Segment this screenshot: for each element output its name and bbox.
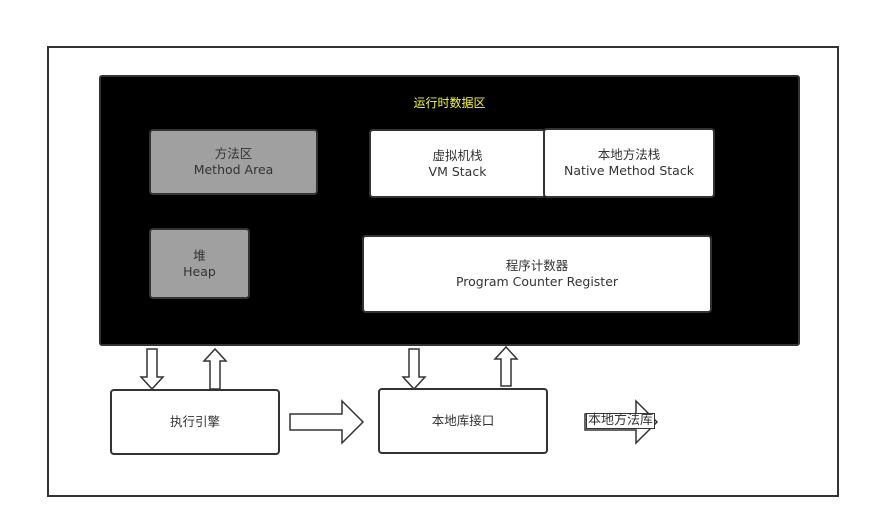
runtime-data-area-title: 运行时数据区	[413, 96, 486, 110]
execution-engine-label: 执行引擎	[169, 414, 220, 429]
down-arrow-icon	[139, 348, 165, 391]
method-area-zh: 方法区	[214, 146, 253, 161]
vm-stack-en: VM Stack	[428, 163, 487, 179]
method-area-en: Method Area	[193, 162, 274, 177]
heap-zh: 堆	[193, 247, 206, 263]
program-counter-zh: 程序计数器	[505, 258, 569, 273]
method-area-box: 方法区 Method Area	[149, 129, 318, 195]
up-arrow-icon	[202, 347, 228, 390]
program-counter-en: Program Counter Register	[455, 274, 619, 289]
vm-stack-zh: 虚拟机栈	[432, 147, 483, 163]
program-counter-box: 程序计数器 Program Counter Register	[362, 235, 712, 313]
native-interface-label: 本地库接口	[431, 413, 495, 428]
execution-engine-box: 执行引擎	[110, 389, 280, 455]
right-arrow-icon	[289, 399, 365, 445]
down-arrow-icon	[401, 348, 427, 391]
vm-stack-box: 虚拟机栈 VM Stack	[369, 129, 546, 198]
native-method-stack-zh: 本地方法栈	[597, 147, 661, 162]
native-method-stack-en: Native Method Stack	[564, 163, 694, 178]
native-interface-box: 本地库接口	[378, 388, 548, 454]
native-method-stack-box: 本地方法栈 Native Method Stack	[543, 128, 715, 198]
heap-en: Heap	[183, 263, 216, 279]
heap-box: 堆 Heap	[149, 228, 250, 299]
native-library-label: 本地方法库	[586, 413, 656, 429]
up-arrow-icon	[493, 345, 519, 387]
